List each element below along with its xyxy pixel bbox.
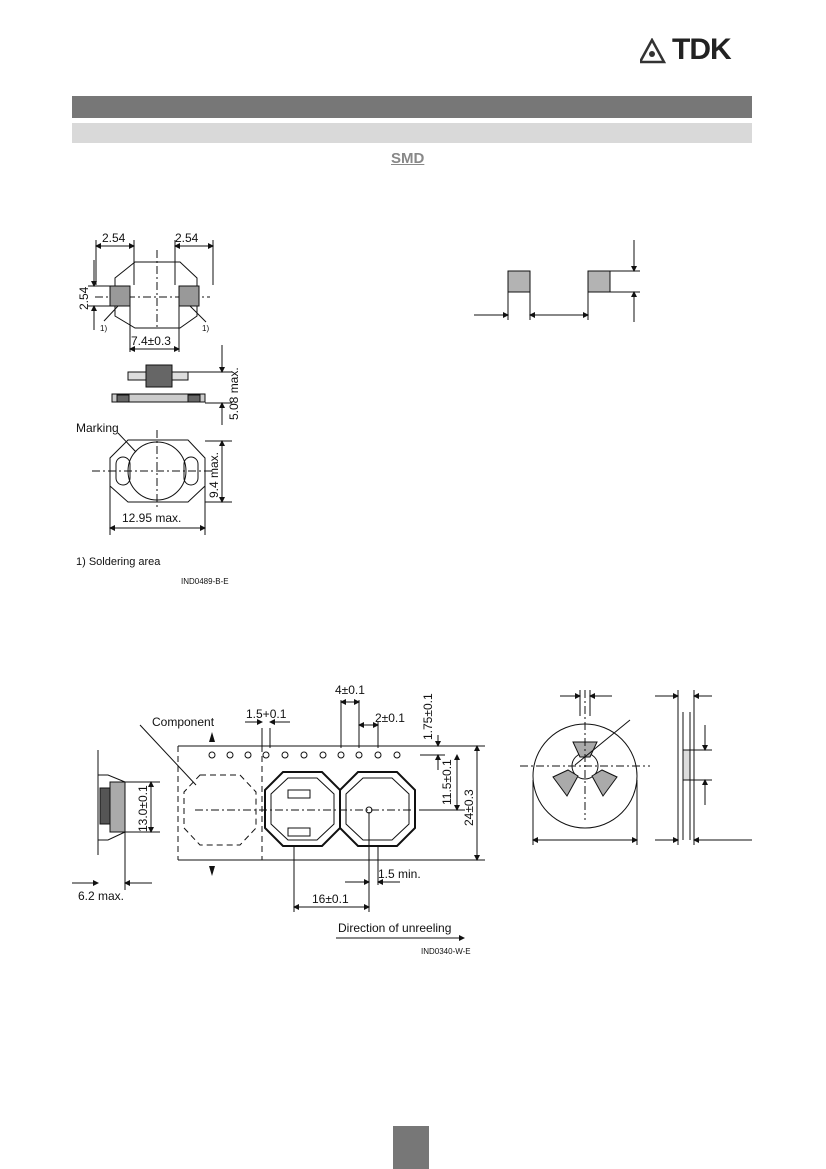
dim-length-max: 12.95 max. (122, 511, 181, 525)
tape-direction-marks (209, 732, 215, 876)
brand-name: TDK (672, 33, 732, 66)
direction-label: Direction of unreeling (338, 921, 451, 935)
drawing-id-bottom: IND0340-W-E (421, 947, 471, 956)
dim-edge-offset: 1.75±0.1 (421, 693, 435, 740)
page-number-tab (393, 1126, 429, 1169)
dim-pad-pitch-left: 2.54 (102, 231, 126, 245)
dim-pad-height: 2.54 (77, 286, 91, 310)
dim-pocket-size: 13.0±0.1 (136, 785, 150, 832)
note-marker-left: 1) (100, 324, 107, 333)
pad-layout-drawing (474, 240, 640, 322)
marking-label: Marking (76, 421, 119, 435)
dim-min-gap: 1.5 min. (378, 867, 421, 881)
dim-width-max: 9.4 max. (207, 452, 221, 498)
dim-hole-offset: 2±0.1 (375, 711, 405, 725)
dim-height-max: 5.08 max. (227, 367, 241, 420)
dimension-drawing (88, 240, 232, 535)
footnote: 1) Soldering area (76, 556, 161, 568)
page-subtitle: SMD (391, 150, 425, 167)
tdk-logo-icon (640, 38, 667, 64)
dim-hole-dia: 1.5+0.1 (246, 707, 287, 721)
drawing-id-top: IND0489-B-E (181, 577, 229, 586)
note-marker-right: 1) (202, 324, 209, 333)
component-label: Component (152, 715, 215, 729)
dim-pad-spacing: 7.4±0.3 (131, 334, 171, 348)
dim-depth-max: 6.2 max. (78, 889, 124, 903)
dim-sprocket-pitch: 4±0.1 (335, 683, 365, 697)
dim-component-pitch: 16±0.1 (312, 892, 349, 906)
dim-pocket-offset: 11.5±0.1 (440, 759, 454, 805)
dim-pad-pitch-right: 2.54 (175, 231, 199, 245)
header-bar-light (72, 123, 752, 143)
dim-tape-width: 24±0.3 (462, 789, 476, 826)
tape-drawing (72, 690, 752, 941)
header-bar-dark (72, 96, 752, 118)
